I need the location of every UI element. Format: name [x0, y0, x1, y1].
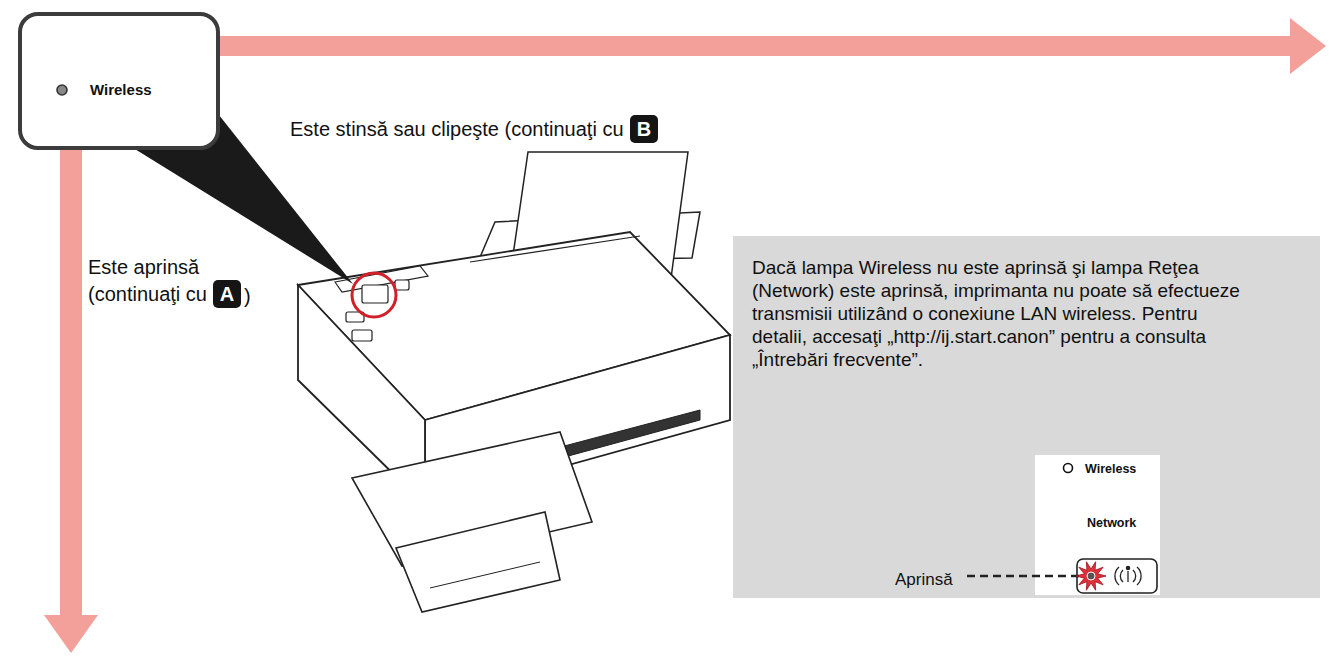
step-badge: B [630, 115, 658, 143]
lamp-dot [1087, 572, 1095, 580]
network-button [1077, 559, 1157, 593]
tray-extension [396, 512, 560, 612]
step-badge: A [213, 280, 241, 308]
lamp-dot [1064, 464, 1073, 473]
status-box: Wireless [18, 12, 220, 150]
paper-slot [470, 236, 640, 262]
lit-burst [1076, 562, 1106, 591]
step-letter: A [220, 283, 234, 305]
step-letter: B [637, 118, 651, 140]
bracket-text: ) [244, 283, 251, 310]
step-label: Este aprinsă (continuaţi cu [88, 254, 238, 308]
panel-button [395, 280, 409, 290]
panel-lamp [362, 285, 388, 303]
wifi-symbol [1115, 566, 1141, 585]
flow-arrow [200, 18, 1326, 74]
step-label: Este stinsă sau clipeşte (continuaţi cu [290, 116, 624, 143]
note-panel: Dacă lampa Wireless nu este aprinsă şi l… [733, 236, 1320, 598]
flow-arrow [44, 140, 98, 653]
lamp-dot [57, 85, 67, 95]
tray-edge [430, 562, 540, 588]
node-text: Network [1087, 515, 1160, 531]
leader-line [967, 575, 1079, 578]
lamp-label: Aprinsă [895, 566, 953, 593]
node-text: Wireless [90, 81, 216, 99]
node-text: Wireless [1085, 461, 1160, 477]
lamp-inset: WirelessNetwork [1035, 455, 1160, 595]
highlight-circle [352, 273, 396, 317]
node-text: Dacă lampa Wireless nu este aprinsă şi l… [752, 256, 1242, 371]
panel-button [352, 330, 372, 341]
